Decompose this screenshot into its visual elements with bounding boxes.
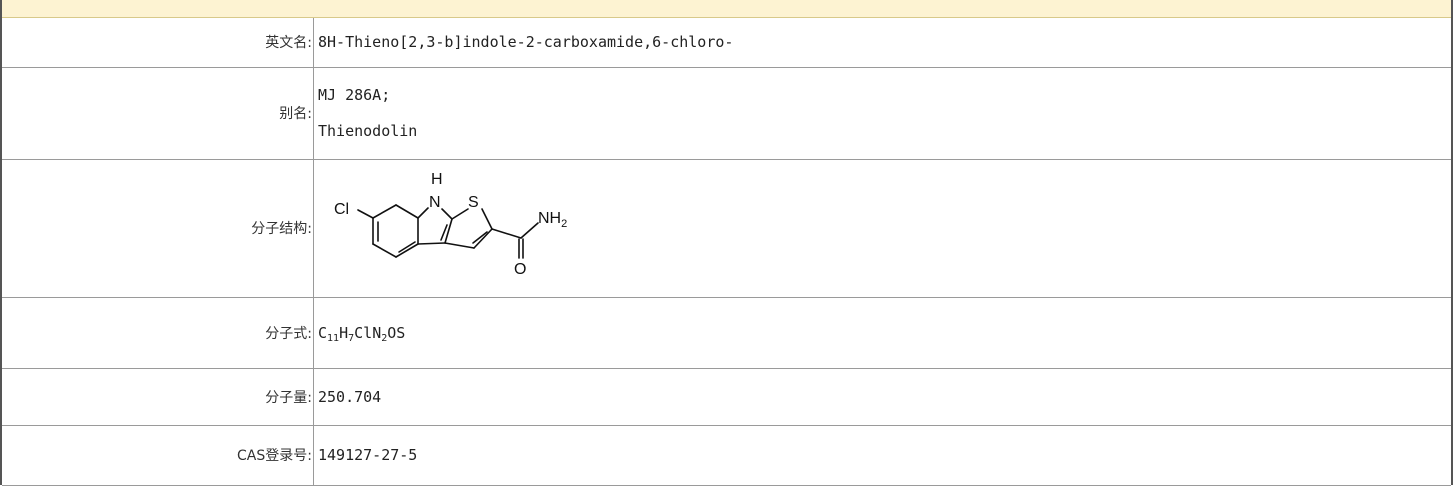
formula-part: OS bbox=[387, 323, 406, 342]
row-cas: CAS登录号: 149127-27-5 bbox=[2, 424, 1451, 486]
english-name-value: 8H-Thieno[2,3-b]indole-2-carboxamide,6-c… bbox=[313, 18, 1451, 68]
atom-nh2: NH2 bbox=[538, 210, 567, 230]
row-alias: 别名: MJ 286A; Thienodolin bbox=[2, 66, 1451, 160]
formula-subscript: 7 bbox=[348, 332, 355, 344]
atom-cl: Cl bbox=[334, 201, 349, 218]
structure-label: 分子结构: bbox=[2, 158, 314, 298]
molecule-structure-image: H N S Cl NH2 O bbox=[334, 171, 567, 278]
alias-item: MJ 286A; bbox=[318, 86, 391, 104]
row-english-name: 英文名: 8H-Thieno[2,3-b]indole-2-carboxamid… bbox=[2, 18, 1451, 68]
header-strip bbox=[2, 0, 1451, 18]
alias-item: Thienodolin bbox=[318, 122, 418, 140]
alias-label: 别名: bbox=[2, 66, 314, 160]
row-weight: 分子量: 250.704 bbox=[2, 367, 1451, 426]
atom-o: O bbox=[514, 261, 526, 278]
formula-part: C bbox=[318, 323, 328, 342]
weight-label: 分子量: bbox=[2, 367, 314, 426]
formula-value: C11H7ClN2OS bbox=[313, 296, 1451, 369]
formula-label: 分子式: bbox=[2, 296, 314, 369]
cas-label: CAS登录号: bbox=[2, 424, 314, 486]
compound-info-table: 英文名: 8H-Thieno[2,3-b]indole-2-carboxamid… bbox=[2, 18, 1451, 486]
english-name-label: 英文名: bbox=[2, 18, 314, 68]
atom-nh-subscript: 2 bbox=[561, 218, 567, 230]
formula-subscript: 2 bbox=[381, 332, 388, 344]
structure-cell: H N S Cl NH2 O bbox=[313, 158, 1451, 298]
atom-nh: NH bbox=[538, 210, 561, 227]
formula-subscript: 11 bbox=[327, 332, 340, 344]
weight-value: 250.704 bbox=[313, 367, 1451, 426]
row-formula: 分子式: C11H7ClN2OS bbox=[2, 296, 1451, 369]
atom-s: S bbox=[468, 194, 479, 211]
formula-part: ClN bbox=[354, 323, 382, 342]
atom-h: H bbox=[431, 171, 443, 188]
atom-n: N bbox=[429, 194, 441, 211]
row-structure: 分子结构: bbox=[2, 158, 1451, 298]
cas-value: 149127-27-5 bbox=[313, 424, 1451, 486]
alias-values: MJ 286A; Thienodolin bbox=[313, 66, 1451, 160]
formula-part: H bbox=[339, 323, 349, 342]
